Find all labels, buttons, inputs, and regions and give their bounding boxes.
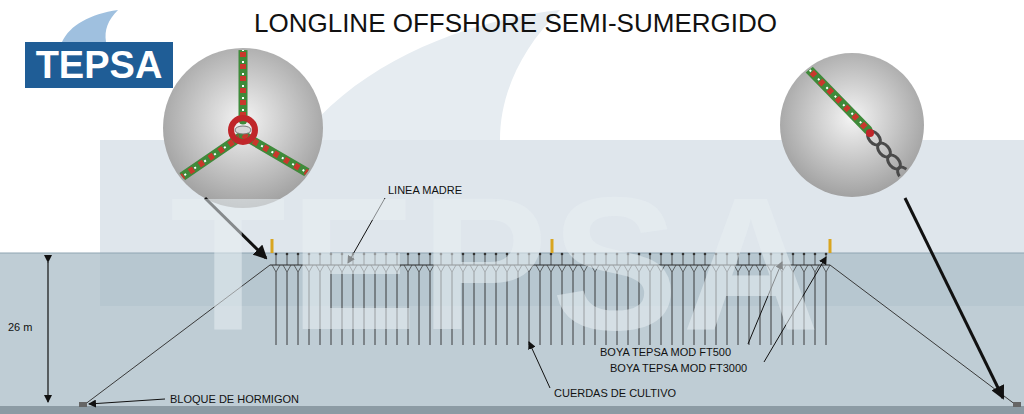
seabed xyxy=(0,406,1024,414)
part-label: BLOQUE DE HORMIGON xyxy=(170,393,299,406)
logo-box: TEPSA xyxy=(25,42,173,88)
anchor-line xyxy=(830,265,1016,405)
shackle-plate xyxy=(235,126,251,134)
rope-fastener xyxy=(242,40,244,120)
logo-text: TEPSA xyxy=(25,42,173,85)
concrete-block xyxy=(79,402,87,407)
shackle-ring xyxy=(231,118,255,142)
rope-clamp xyxy=(240,40,246,120)
detail-left xyxy=(170,40,320,185)
rope-clamp xyxy=(795,55,868,130)
rope xyxy=(239,40,248,120)
culture-rope xyxy=(826,272,827,345)
chain-shackle xyxy=(866,129,874,137)
chain-link xyxy=(895,165,913,184)
buoy-ft3000 xyxy=(829,239,832,253)
dimension-label: 26 m xyxy=(8,321,32,334)
buoy-ft500 xyxy=(825,253,828,256)
watermark: TEPSA xyxy=(170,168,823,358)
diagram-title: LONGLINE OFFSHORE SEMI-SUMERGIDO xyxy=(254,8,777,38)
chain-link xyxy=(905,177,923,196)
logo-fin xyxy=(62,10,118,42)
dimension-arrow xyxy=(47,262,48,402)
part-label: BOYA TEPSA MOD FT500 xyxy=(600,346,731,359)
leader-line xyxy=(89,399,165,404)
part-label: BOYA TEPSA MOD FT3000 xyxy=(610,362,747,375)
rope xyxy=(795,55,868,130)
part-label: CUERDAS DE CULTIVO xyxy=(554,387,676,400)
rope-fastener xyxy=(795,55,868,130)
part-label: LINEA MADRE xyxy=(388,184,462,197)
buoy-line xyxy=(826,253,827,265)
zoom-arrow xyxy=(905,198,1003,398)
concrete-block xyxy=(1013,402,1021,407)
